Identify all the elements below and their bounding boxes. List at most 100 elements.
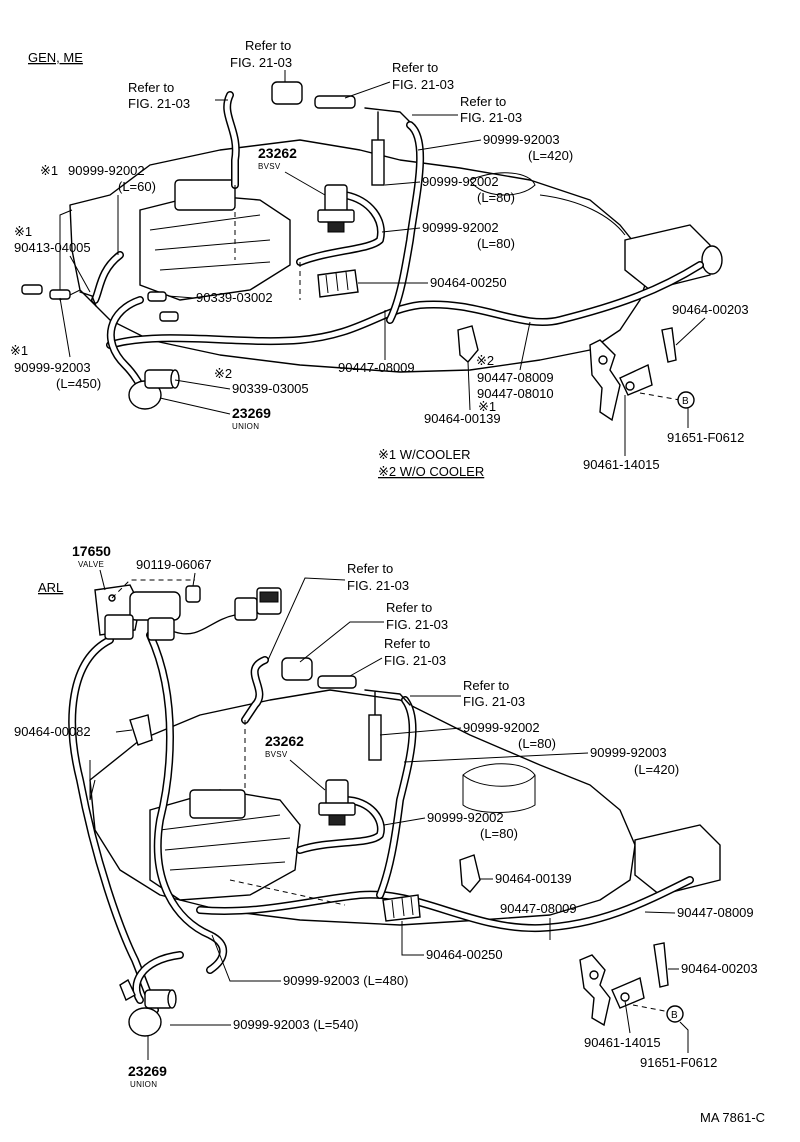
svg-text:FIG. 21-03: FIG. 21-03 [128, 96, 190, 111]
svg-text:Refer to: Refer to [460, 94, 506, 109]
svg-text:90999-92003: 90999-92003 [590, 745, 667, 760]
svg-text:(L=420): (L=420) [634, 762, 679, 777]
top-refer-3: Refer to FIG. 21-03 [128, 80, 228, 111]
svg-text:(L=80): (L=80) [477, 190, 515, 205]
top-hose-80 [297, 192, 384, 265]
svg-text:90464-00250: 90464-00250 [430, 275, 507, 290]
svg-text:Refer to: Refer to [463, 678, 509, 693]
top-callout-90464-00139: 90464-00139 [424, 361, 501, 426]
svg-text:90461-14015: 90461-14015 [584, 1035, 661, 1050]
svg-text:※2: ※2 [476, 353, 494, 368]
bottom-callout-90999-92003-480: 90999-92003 (L=480) [211, 934, 408, 988]
bottom-bracket-14015 [579, 954, 611, 1027]
bottom-refer-4: Refer to FIG. 21-03 [410, 678, 525, 709]
svg-text:※1: ※1 [40, 163, 58, 178]
svg-text:Refer to: Refer to [128, 80, 174, 95]
bottom-distributor [634, 824, 721, 896]
svg-text:FIG. 21-03: FIG. 21-03 [463, 694, 525, 709]
svg-text:(L=450): (L=450) [56, 376, 101, 391]
bottom-carb-top [189, 789, 246, 819]
svg-text:FIG. 21-03: FIG. 21-03 [347, 578, 409, 593]
top-variant-label: GEN, ME [28, 50, 83, 65]
top-small-hose-1 [147, 291, 167, 302]
top-callout-90339-03005: ※2 90339-03005 [174, 366, 309, 396]
svg-text:90413-04005: 90413-04005 [14, 240, 91, 255]
bottom-callout-90461-14015: 90461-14015 [584, 1000, 661, 1050]
top-tee [364, 107, 411, 141]
svg-text:(L=420): (L=420) [528, 148, 573, 163]
top-section: GEN, ME [10, 38, 749, 479]
top-pipe-stub [314, 95, 356, 109]
top-callout-90464-00203: 90464-00203 [672, 302, 749, 346]
top-small-hose-2 [159, 311, 179, 322]
svg-text:90461-14015: 90461-14015 [583, 457, 660, 472]
bottom-callout-valve-17650: 17650 VALVE [72, 543, 111, 591]
bottom-callout-90999-92003-540: 90999-92003 (L=540) [170, 1017, 358, 1032]
svg-text:17650: 17650 [72, 543, 111, 559]
top-callout-90447-08009-2: ※2 90447-08009 [476, 321, 554, 385]
svg-text:※1: ※1 [10, 343, 28, 358]
bottom-hose-540 [69, 637, 158, 1013]
top-callout-90999-92003-420: 90999-92003 (L=420) [417, 132, 573, 163]
svg-text:BVSV: BVSV [258, 162, 281, 171]
top-callout-90999-92002-60: ※1 90999-92002 (L=60) [40, 163, 156, 255]
svg-text:90339-03005: 90339-03005 [232, 381, 309, 396]
bottom-refer-2: Refer to FIG. 21-03 [299, 600, 448, 663]
svg-text:90447-08009: 90447-08009 [477, 370, 554, 385]
svg-text:BVSV: BVSV [265, 750, 288, 759]
bottom-main-pipe [197, 877, 693, 931]
svg-text:(L=80): (L=80) [518, 736, 556, 751]
top-bvsv [317, 184, 355, 233]
svg-text:90464-00203: 90464-00203 [681, 961, 758, 976]
bottom-tee [364, 689, 411, 716]
top-callout-90999-92002-80a: 90999-92002 (L=80) [384, 174, 515, 205]
svg-text:UNION: UNION [130, 1080, 157, 1089]
bottom-bvsv [318, 779, 356, 826]
top-callout-90464-00250: 90464-00250 [358, 275, 507, 290]
bottom-section: ARL [14, 543, 758, 1089]
bottom-valve-wire [174, 614, 236, 635]
bottom-bracket-plate [611, 977, 645, 1009]
bottom-clamp-00250 [382, 894, 421, 922]
bottom-callout-union-23269: 23269 UNION [128, 1036, 167, 1089]
bottom-callout-90447-08009-a: 90447-08009 [500, 901, 577, 940]
top-engine-contour [539, 194, 626, 236]
top-engine-side [59, 209, 81, 301]
top-vertical-pipe [371, 139, 385, 186]
svg-text:91651-F0612: 91651-F0612 [667, 430, 744, 445]
top-note-wo-cooler: ※2 W/O COOLER [378, 464, 484, 479]
top-refer-4: Refer to FIG. 21-03 [412, 94, 522, 125]
bottom-hose-80 [297, 797, 384, 853]
top-bracket-plate [619, 363, 653, 396]
bottom-callout-90447-08009-b: 90447-08009 [644, 905, 754, 920]
svg-text:90464-00082: 90464-00082 [14, 724, 91, 739]
svg-text:90447-08009: 90447-08009 [338, 360, 415, 375]
svg-text:90999-92002: 90999-92002 [68, 163, 145, 178]
svg-text:Refer to: Refer to [384, 636, 430, 651]
top-callout-90339-03002: 90339-03002 [167, 290, 273, 305]
bottom-filter [281, 657, 313, 681]
bottom-callout-bvsv: 23262 BVSV [265, 733, 326, 791]
svg-text:90464-00139: 90464-00139 [424, 411, 501, 426]
svg-text:90339-03002: 90339-03002 [196, 290, 273, 305]
svg-text:90999-92002: 90999-92002 [422, 220, 499, 235]
top-carb-top [174, 179, 236, 211]
bottom-clip-00082 [129, 714, 153, 746]
top-air-cleaner-cap [469, 172, 536, 196]
bottom-vertical-pipe [368, 714, 382, 761]
bottom-clip-00203 [653, 942, 669, 988]
top-filter [271, 81, 303, 105]
top-clip-00139 [457, 325, 479, 363]
top-callout-90999-92003-450: ※1 90999-92003 (L=450) [10, 297, 101, 391]
bottom-callout-90119-06067: 90119-06067 [136, 557, 212, 587]
top-carburetor [139, 194, 291, 301]
svg-text:90464-00139: 90464-00139 [495, 871, 572, 886]
bottom-hose-420 [377, 697, 416, 898]
svg-text:VALVE: VALVE [78, 560, 104, 569]
diagram-code: MA 7861-C [700, 1110, 765, 1125]
svg-text:Refer to: Refer to [245, 38, 291, 53]
svg-text:90999-92002: 90999-92002 [422, 174, 499, 189]
bottom-union-23269 [128, 989, 177, 1037]
top-callout-90447-08010: 90447-08010 ※1 [477, 386, 554, 414]
